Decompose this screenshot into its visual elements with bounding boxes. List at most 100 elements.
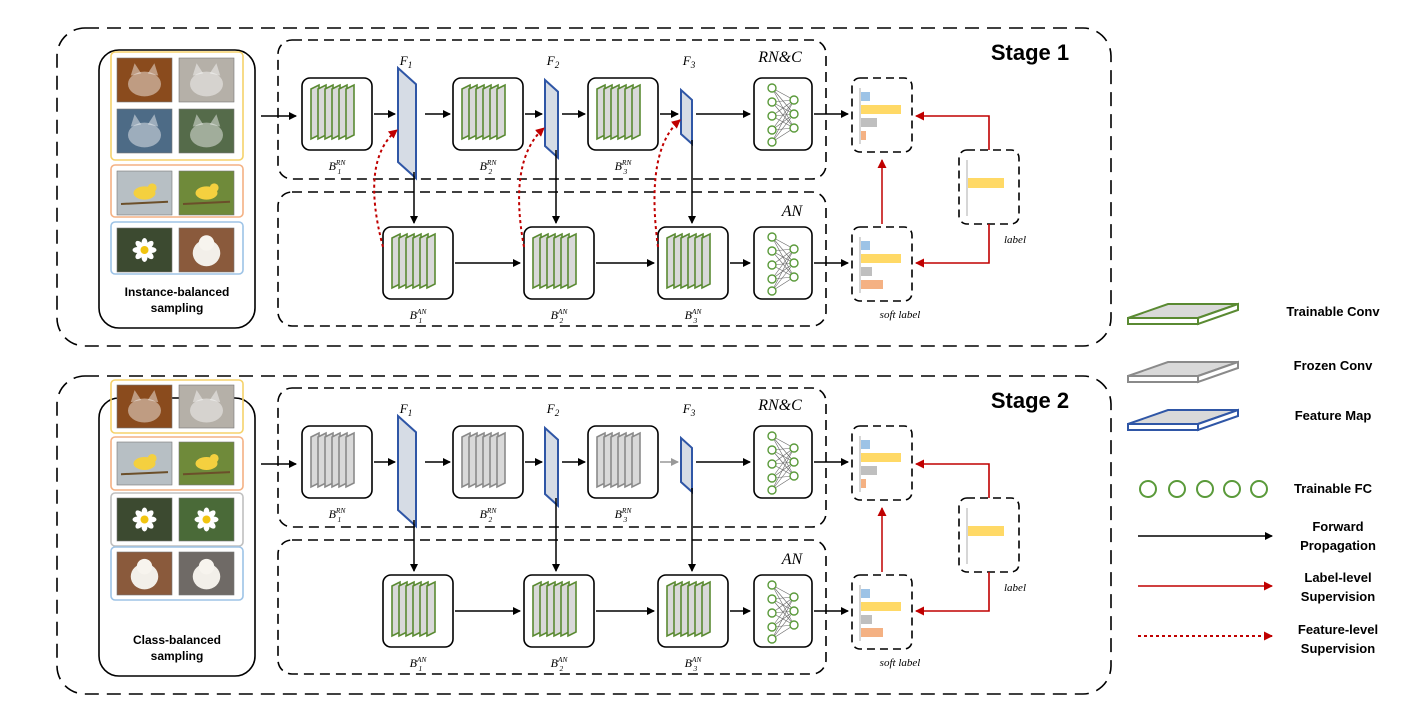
fc-edge [771,113,795,143]
conv-plate [631,83,641,141]
cat-photo-icon [178,57,235,103]
fc-block-frame [753,574,813,648]
photo-shape [130,390,142,403]
fc-node [767,485,777,495]
prob-box-frame [851,77,913,153]
conv-plate [701,580,711,638]
conv-plate [701,232,711,290]
fc-node [789,244,799,254]
prob-bar [861,92,870,101]
label-to-rn-arrow [915,459,990,498]
fc-node [767,580,777,590]
rn-conv-block-2 [452,425,524,499]
an-conv-block-2 [523,574,595,648]
legend-feature-level: Supervision [1301,641,1375,656]
an-branch-label: AN [781,551,804,568]
legend-forward: Propagation [1300,538,1376,553]
fc-node [1223,480,1241,498]
conv-plate [496,431,506,489]
photo-shape [192,390,204,403]
flower-photo-icon [116,497,173,542]
conv-plate [345,431,355,489]
photo-shape [128,122,161,148]
prob-box-frame [851,574,913,650]
rn-branch-label: RN&C [757,397,802,414]
prob-bar [861,628,883,637]
photo-shape [147,183,157,193]
fc-node [789,620,799,630]
fc-node [767,459,777,469]
frozen-conv-legend-icon [1127,360,1239,384]
rn-conv-block-3 [587,77,659,151]
fc-block-frame [753,425,813,499]
fc-edge [771,99,795,131]
bird-photo-icon [178,441,235,486]
fc-node [767,594,777,604]
fc-edge [771,610,795,640]
legend-trainable-fc: Trainable FC [1294,481,1373,496]
sample-group [110,164,244,218]
an-conv-block-1 [382,574,454,648]
sample-group [110,379,244,434]
an-conv-block-3 [657,574,729,648]
feature-map-3 [680,435,693,495]
legend-label-level: Supervision [1301,589,1375,604]
prob-bar [861,280,883,289]
an-branch-frame [277,191,827,327]
photo-frame [116,108,173,154]
fc-node [767,83,777,93]
an-conv-block-1 [382,226,454,300]
soft-label-caption: soft label [880,309,921,321]
plate-side [1197,408,1239,432]
trainable-conv-legend-icon [1127,302,1239,326]
prob-bar [861,118,877,127]
photo-shape [192,63,204,76]
photo-shape [198,235,215,251]
label-to-an-arrow [915,224,990,268]
bird-photo-icon [116,170,173,216]
fc-node [767,286,777,296]
feature-map-1 [397,413,417,529]
photo-shape [140,246,149,254]
an-branch-frame [277,539,827,675]
rn-branch-frame [277,387,827,528]
feature-map-label: F3 [682,401,696,418]
fc-node [789,457,799,467]
conv-plate [567,580,577,638]
prob-bar [861,466,877,475]
photo-shape [209,63,221,76]
photo-shape [145,240,154,250]
fc-node [767,232,777,242]
photo-shape [192,114,204,127]
an-output-probs [851,226,913,302]
label-caption: label [1004,582,1026,594]
feature-supervision-arrow [653,119,681,248]
prob-box-frame [851,425,913,501]
photo-frame [116,57,173,103]
prob-bar [861,241,870,250]
sample-group [110,51,244,161]
fc-node [789,95,799,105]
sampling-label: Instance-balanced [125,285,230,299]
photo-shape [140,515,149,524]
photo-shape [209,453,219,463]
stage-frame [56,375,1112,695]
trainable-fc-legend-icon [1139,480,1268,498]
cat-photo-icon [116,384,173,429]
legend-feature-level: Feature-level [1298,622,1378,637]
prob-bar [861,615,872,624]
photo-shape [209,183,219,193]
fc-node [767,608,777,618]
cat-photo-icon [116,108,173,154]
photo-shape [147,453,157,463]
fc-edge [771,262,795,292]
plate-side [1197,360,1239,384]
